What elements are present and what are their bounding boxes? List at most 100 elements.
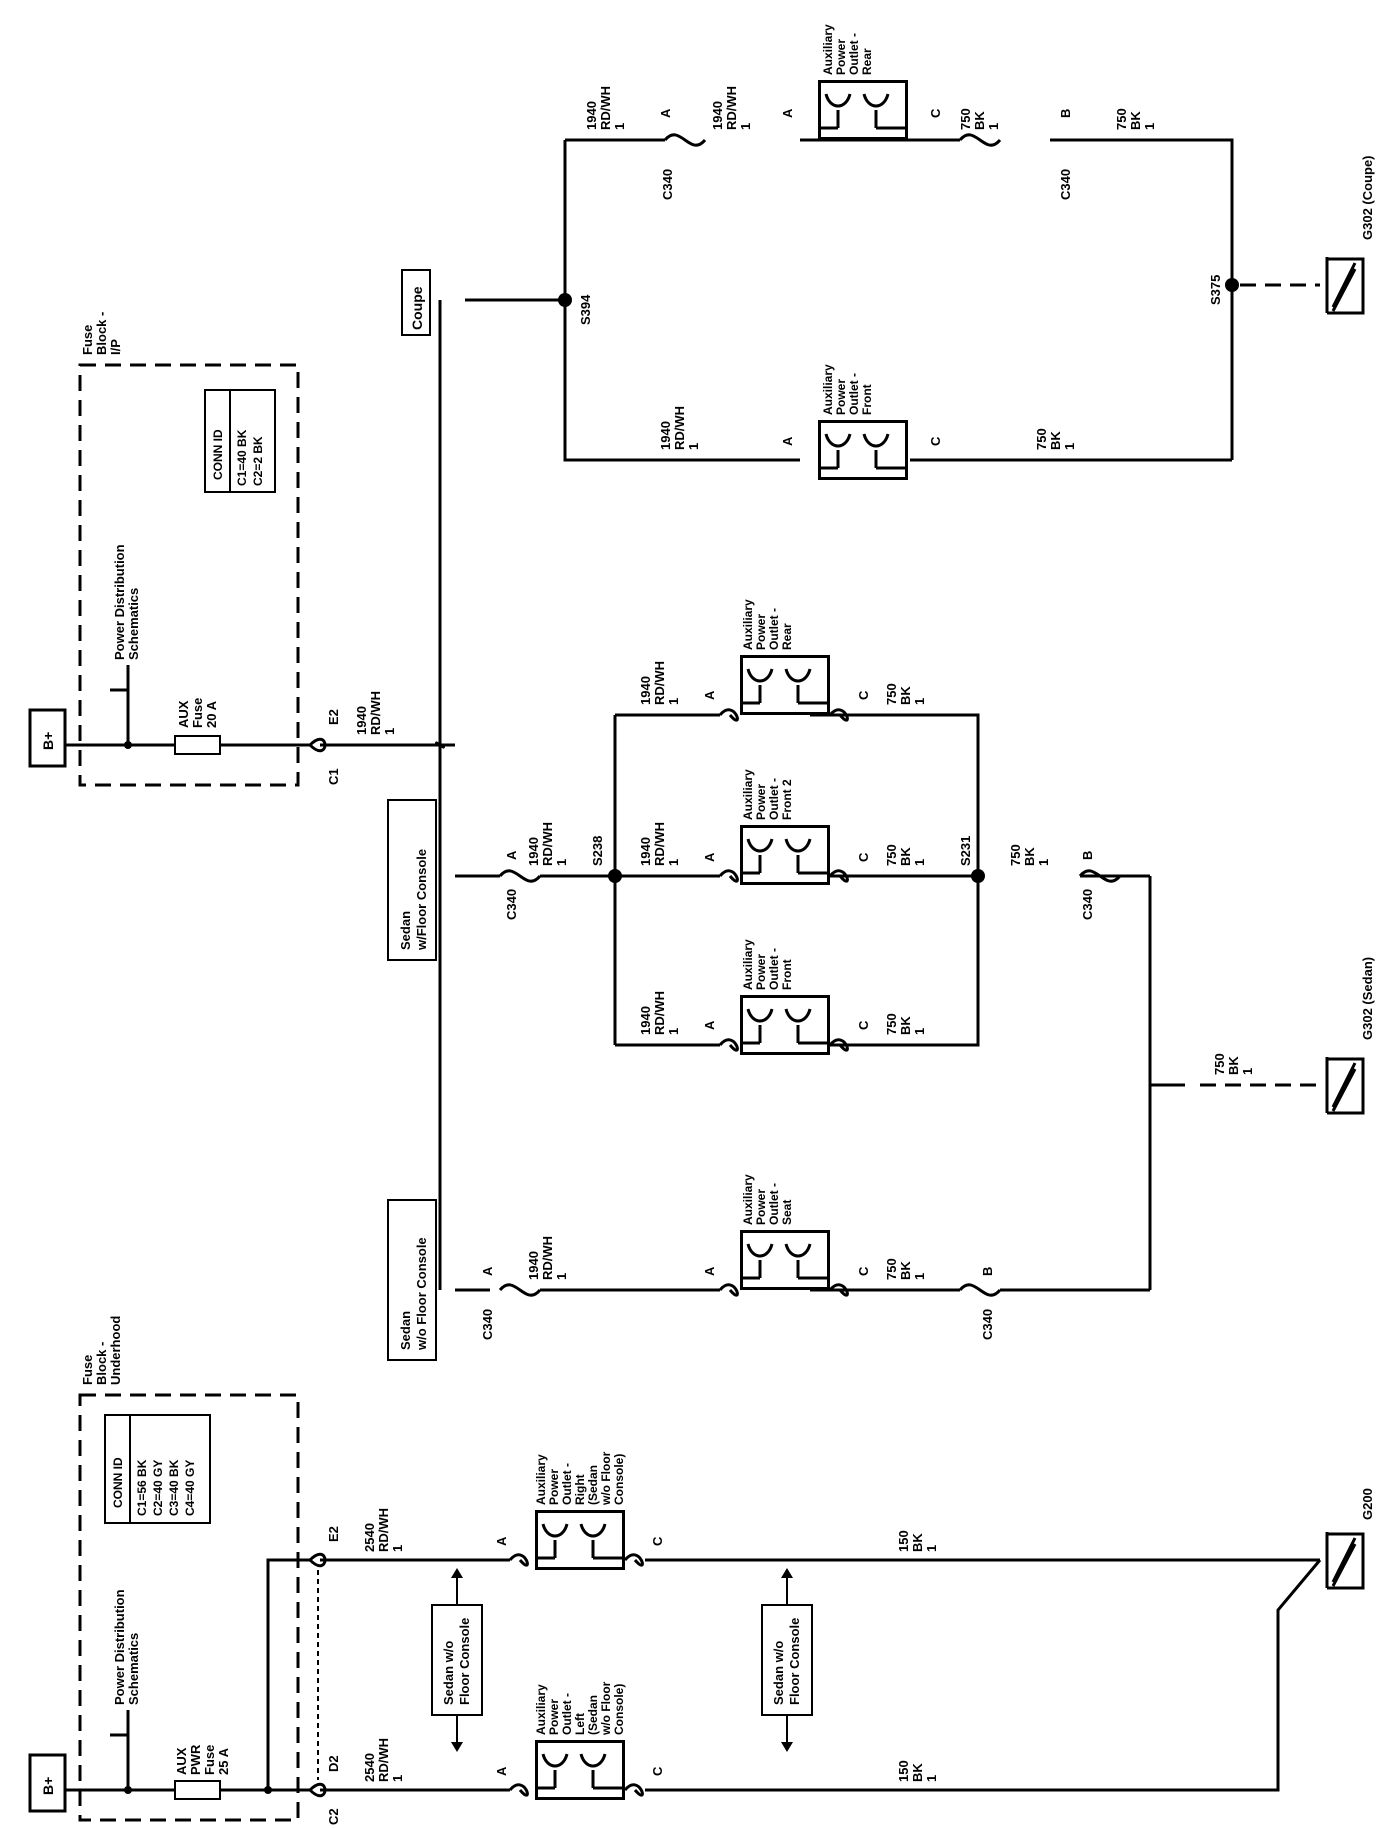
component-label: w/o Floor (599, 1681, 613, 1736)
pin-label: A (780, 436, 795, 446)
component-label: Power (547, 1469, 561, 1505)
wire-label: 750 (1034, 428, 1049, 450)
pds-link[interactable]: Schematics (126, 588, 141, 660)
connector-label: C340 (1080, 889, 1095, 920)
conn-id-row: C1=40 BK (235, 429, 249, 486)
component-label: Outlet - (767, 1183, 781, 1225)
wire-label: 1 (382, 728, 397, 735)
fuse-label: AUX (176, 700, 191, 728)
fuse-block-title: Block - (94, 1342, 109, 1385)
wire-label: 1 (912, 698, 927, 705)
component-label: Auxiliary (741, 939, 755, 990)
wire-label: 1 (390, 1545, 405, 1552)
wire-label: 1 (554, 859, 569, 866)
component-label: Power (754, 614, 768, 650)
component-label: Outlet - (847, 33, 861, 75)
wire-label: 750 (884, 844, 899, 866)
component-label: Auxiliary (741, 599, 755, 650)
component-label: Power (754, 1189, 768, 1225)
component-label: Power (834, 39, 848, 75)
component-label: Front 2 (780, 779, 794, 820)
conn-id-uh-box (104, 1414, 211, 1524)
wire-label: 1 (1036, 859, 1051, 866)
pds-link[interactable]: Power Distribution (112, 544, 127, 660)
pds-link[interactable]: Power Distribution (112, 1589, 127, 1705)
splice-s238 (608, 869, 622, 883)
conn-id-row: C1=56 BK (135, 1459, 149, 1516)
wire-label: BK (1022, 847, 1037, 866)
wire-label: RD/WH (724, 86, 739, 130)
fuse-block-title: Block - (94, 312, 109, 355)
wire-label: 1940 (526, 837, 541, 866)
pin-label: C (650, 1536, 665, 1546)
b-plus-ip-label: B+ (40, 732, 56, 750)
aux-pwr-fuse-25a (174, 1780, 221, 1800)
wire-label: RD/WH (376, 1738, 391, 1782)
wire-label: 1 (612, 123, 627, 130)
wire-label: 1 (924, 1775, 939, 1782)
pin-label: A (494, 1766, 509, 1776)
wire-label: 1940 (526, 1251, 541, 1280)
component-label: Front (860, 384, 874, 415)
pin-label: A (658, 108, 673, 118)
splice-s231 (971, 869, 985, 883)
wire-label: RD/WH (540, 822, 555, 866)
component-label: Left (573, 1713, 587, 1735)
wire-label: 1 (666, 1028, 681, 1035)
wire-label: 1940 (638, 1006, 653, 1035)
fuse-block-title: Underhood (108, 1316, 123, 1385)
b-plus-uh-label: B+ (40, 1777, 56, 1795)
pin-label: C (856, 1020, 871, 1030)
pin-label: A (702, 1266, 717, 1276)
pin-label: A (702, 852, 717, 862)
wire-label: BK (910, 1533, 925, 1552)
pds-link[interactable]: Schematics (126, 1633, 141, 1705)
component-label: Outlet - (560, 1463, 574, 1505)
conn-id-row: C2=40 GY (151, 1460, 165, 1516)
wire-label: 1940 (658, 421, 673, 450)
fuse-label: Fuse (190, 698, 205, 728)
fuse-label: Fuse (202, 1745, 217, 1775)
wire-label: RD/WH (652, 661, 667, 705)
ground-label: G302 (Sedan) (1360, 957, 1375, 1040)
option-label: Floor Console (457, 1618, 472, 1705)
fuse-block-underhood: B+ CONN ID C1=56 BK C2=40 GY C3=40 BK C4… (28, 1316, 510, 1825)
component-label: Auxiliary (821, 24, 835, 75)
wire-label: RD/WH (540, 1236, 555, 1280)
ground-g302-sedan-icon (1325, 1055, 1365, 1115)
component-label: Power (547, 1699, 561, 1735)
conn-id-row: C4=40 GY (183, 1460, 197, 1516)
pin-label: C (650, 1766, 665, 1776)
wire-label: 1 (924, 1545, 939, 1552)
wire-label: 1 (666, 698, 681, 705)
component-label: Right (573, 1474, 587, 1505)
component-label: w/o Floor (599, 1451, 613, 1506)
connector-label: C340 (1058, 169, 1073, 200)
connector-label: C2 (326, 1808, 341, 1825)
component-label: Power (754, 784, 768, 820)
wire-label: RD/WH (376, 1508, 391, 1552)
connector-label: C340 (504, 889, 519, 920)
wire-label: BK (1048, 431, 1063, 450)
aux-outlet-sedan-seat (740, 1230, 830, 1290)
component-label: Power (754, 954, 768, 990)
pin-label: A (494, 1536, 509, 1546)
wire-label: RD/WH (598, 86, 613, 130)
wire-label: 1940 (638, 676, 653, 705)
component-label: Console) (612, 1684, 626, 1735)
sedan-nofloor-circuit: Sedan w/o Floor Console Auxiliary Power … (387, 1174, 1150, 1361)
component-label: (Sedan (586, 1465, 600, 1505)
option-label: w/Floor Console (414, 849, 429, 951)
connector-label: C340 (980, 1309, 995, 1340)
ground-label: G302 (Coupe) (1360, 155, 1375, 240)
component-label: Auxiliary (821, 364, 835, 415)
connector-label: C340 (660, 169, 675, 200)
wire-label: 1 (912, 859, 927, 866)
wire-label: 1 (390, 1775, 405, 1782)
conn-id-ip-box (204, 389, 276, 493)
pin-label: B (1058, 109, 1073, 118)
wire-label: 750 (884, 1258, 899, 1280)
wire-label: 750 (884, 1013, 899, 1035)
wire-label: 1 (686, 443, 701, 450)
connector-label: E2 (326, 709, 341, 725)
